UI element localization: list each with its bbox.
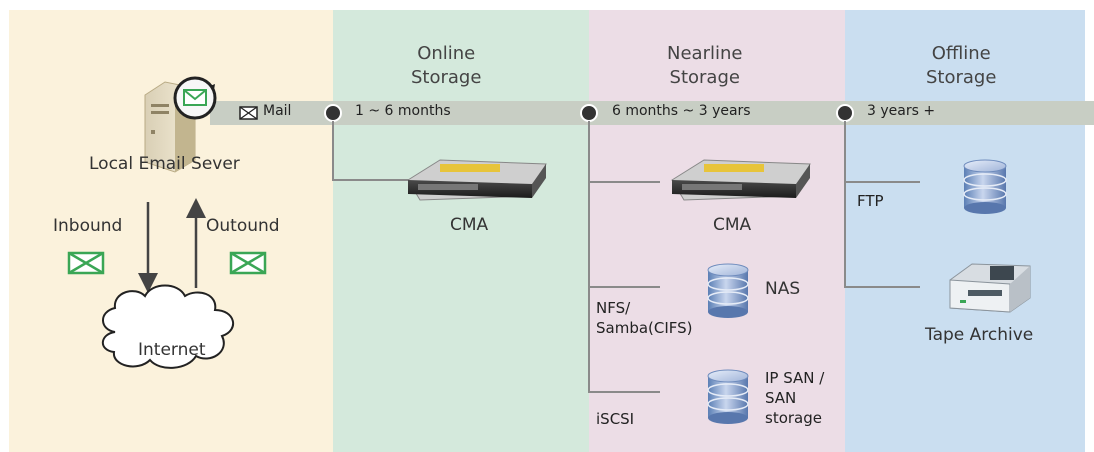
timeline-bar (210, 101, 1094, 125)
outbound-label: Outound (206, 216, 280, 236)
local-email-server-label: Local Email Sever (89, 154, 240, 174)
offline-title-line2: Storage (926, 67, 997, 88)
nfs-samba-label: NFS/ Samba(CIFS) (596, 298, 693, 338)
san-label-line2: SAN (765, 389, 797, 407)
timeline-node-nearline (580, 104, 598, 122)
nearline-cma-appliance-icon (671, 159, 811, 201)
online-cma-label: CMA (450, 215, 489, 235)
nearline-storage-header: Nearline Storage (667, 42, 742, 90)
tape-archive-icon (949, 263, 1031, 313)
nfs-label-line1: NFS/ (596, 299, 631, 317)
connector-lines (332, 121, 920, 393)
san-label-line1: IP SAN / (765, 369, 825, 387)
nas-label: NAS (765, 279, 801, 299)
nas-database-icon (707, 263, 749, 318)
offline-storage-header: Offline Storage (926, 42, 996, 90)
mail-sync-icon (173, 76, 217, 120)
online-title-line1: Online (417, 43, 476, 64)
nearline-cma-label: CMA (713, 215, 752, 235)
nearline-title-line1: Nearline (667, 43, 743, 64)
ftp-label: FTP (857, 192, 884, 210)
mail-label: Mail (263, 103, 292, 119)
timeline-node-offline (836, 104, 854, 122)
timeline-node-online (324, 104, 342, 122)
internet-label: Internet (138, 340, 206, 360)
mail-envelope-icon (239, 106, 258, 120)
timeline-online-range: 1 ~ 6 months (355, 103, 451, 119)
outbound-envelope-icon (229, 251, 267, 275)
inbound-label: Inbound (53, 216, 123, 236)
nearline-title-line2: Storage (669, 67, 740, 88)
offline-storage-panel (845, 10, 1085, 452)
tape-archive-label: Tape Archive (925, 325, 1034, 345)
iscsi-label: iSCSI (596, 410, 635, 428)
online-storage-panel (333, 10, 589, 452)
nfs-label-line2: Samba(CIFS) (596, 319, 693, 337)
online-cma-appliance-icon (407, 159, 547, 201)
offline-title-line1: Offline (931, 43, 991, 64)
san-label-line3: storage (765, 409, 822, 427)
timeline-offline-range: 3 years + (867, 103, 936, 119)
internet-cloud-icon (101, 284, 234, 369)
timeline-nearline-range: 6 months ~ 3 years (612, 103, 751, 119)
online-title-line2: Storage (411, 67, 482, 88)
ftp-database-icon (963, 159, 1007, 214)
san-storage-label: IP SAN / SAN storage (765, 368, 824, 428)
inbound-envelope-icon (67, 251, 105, 275)
san-database-icon (707, 369, 749, 424)
online-storage-header: Online Storage (411, 42, 481, 90)
